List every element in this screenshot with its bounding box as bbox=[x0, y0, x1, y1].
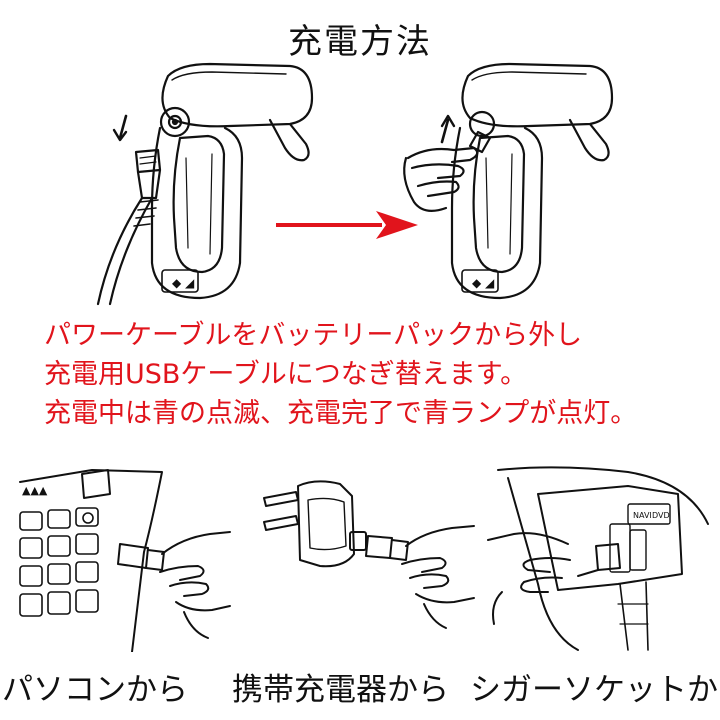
instruction-line: パワーケーブルをバッテリーパックから外し bbox=[44, 320, 583, 351]
red-arrow-icon bbox=[276, 211, 418, 239]
svg-text:◆ ◢: ◆ ◢ bbox=[172, 276, 195, 290]
dvd-label: DVD bbox=[652, 511, 670, 520]
caption-charger: 携帯充電器から bbox=[232, 672, 449, 708]
instruction-line: 充電用USBケーブルにつなぎ替えます。 bbox=[44, 359, 528, 390]
caption-pc: パソコンから bbox=[2, 672, 188, 708]
instruction-line: 充電中は青の点滅、充電完了で青ランプが点灯。 bbox=[44, 398, 638, 429]
svg-text:◆ ◢: ◆ ◢ bbox=[472, 276, 495, 290]
pc-usb-illustration: ▲▲▲ bbox=[19, 469, 231, 652]
svg-text:▲▲▲: ▲▲▲ bbox=[22, 484, 48, 497]
battery-usb-illustration: ◆ ◢ bbox=[403, 62, 614, 300]
navi-label: NAVI bbox=[633, 511, 652, 520]
page-title: 充電方法 bbox=[288, 22, 432, 62]
battery-unplug-illustration: ◆ ◢ bbox=[96, 62, 314, 306]
charger-usb-illustration bbox=[263, 480, 475, 629]
caption-car: シガーソケットから bbox=[470, 672, 720, 708]
car-socket-illustration: NAVI DVD bbox=[487, 466, 709, 651]
instructions-block: パワーケーブルをバッテリーパックから外し 充電用USBケーブルにつなぎ替えます。… bbox=[44, 316, 704, 433]
